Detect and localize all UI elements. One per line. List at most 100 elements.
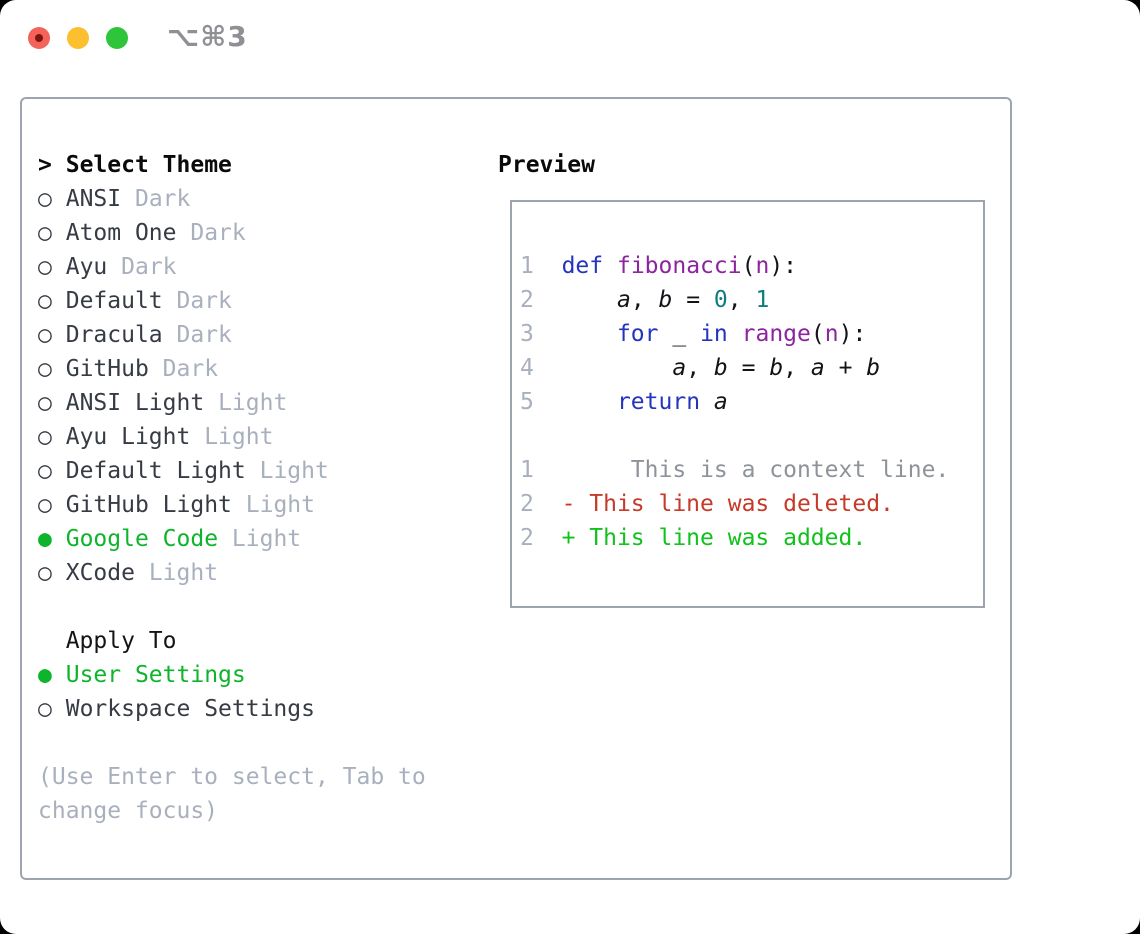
help-text: change focus)	[38, 794, 426, 828]
code-segment: ,	[686, 355, 714, 381]
panel-title: Select Theme	[65, 152, 232, 178]
diff-deleted-line: 2 - This line was deleted.	[520, 487, 983, 521]
theme-name: ANSI Light	[65, 390, 205, 416]
theme-name: GitHub Light	[65, 492, 232, 518]
code-segment: range	[741, 321, 811, 347]
theme-option-atom-one[interactable]: ○ Atom One Dark	[38, 216, 426, 250]
text	[52, 220, 66, 246]
code-segment: return	[616, 389, 701, 415]
text	[149, 356, 163, 382]
help-text-line: change focus)	[38, 798, 219, 824]
close-button[interactable]	[28, 27, 50, 49]
code-segment: in	[700, 321, 728, 347]
maximize-button[interactable]	[106, 27, 128, 49]
text	[163, 322, 177, 348]
text	[52, 254, 66, 280]
apply-to-title: Apply To	[65, 628, 177, 654]
code-segment: for	[616, 321, 659, 347]
theme-option-github-light[interactable]: ○ GitHub Light Light	[38, 488, 426, 522]
text	[52, 152, 66, 178]
apply-option-user-settings[interactable]: ● User Settings	[38, 658, 426, 692]
text	[52, 560, 66, 586]
theme-option-xcode[interactable]: ○ XCode Light	[38, 556, 426, 590]
theme-option-default[interactable]: ○ Default Dark	[38, 284, 426, 318]
code-segment: ,	[783, 355, 811, 381]
code-segment	[728, 321, 742, 347]
code-segment	[534, 287, 617, 313]
line-number: 1	[520, 457, 534, 483]
blank-line	[520, 419, 983, 453]
theme-list: > Select Theme○ ANSI Dark○ Atom One Dark…	[38, 148, 426, 828]
line-number: 4	[520, 355, 534, 381]
code-segment: fibonacci	[616, 253, 742, 279]
theme-option-ansi-light[interactable]: ○ ANSI Light Light	[38, 386, 426, 420]
radio-unselected-icon: ○	[38, 492, 52, 518]
code-segment: (	[810, 321, 825, 347]
radio-unselected-icon: ○	[38, 288, 52, 314]
help-text-line: (Use Enter to select, Tab to	[38, 764, 426, 790]
apply-option-name: User Settings	[65, 662, 246, 688]
theme-option-dracula[interactable]: ○ Dracula Dark	[38, 318, 426, 352]
text	[52, 186, 66, 212]
theme-variant: Dark	[176, 288, 232, 314]
code-segment: =	[672, 287, 714, 313]
theme-variant: Light	[148, 560, 219, 586]
code-segment: 1	[755, 287, 770, 313]
theme-option-github[interactable]: ○ GitHub Dark	[38, 352, 426, 386]
theme-name: Atom One	[65, 220, 177, 246]
code-segment	[534, 525, 562, 551]
line-number: 3	[520, 321, 534, 347]
code-segment	[534, 321, 617, 347]
code-segment	[534, 355, 672, 381]
line-number: 2	[520, 287, 534, 313]
code-segment: b	[866, 355, 881, 381]
spacer-row	[38, 726, 426, 760]
line-number: 1	[520, 253, 534, 279]
apply-option-name: Workspace Settings	[65, 696, 315, 722]
code-line: 4 a, b = b, a + b	[520, 351, 983, 385]
code-segment	[659, 321, 673, 347]
radio-selected-icon: ●	[38, 662, 52, 688]
theme-option-default-light[interactable]: ○ Default Light Light	[38, 454, 426, 488]
theme-variant: Light	[245, 492, 315, 518]
radio-unselected-icon: ○	[38, 186, 52, 212]
code-line: 2 a, b = 0, 1	[520, 283, 983, 317]
theme-option-ayu-light[interactable]: ○ Ayu Light Light	[38, 420, 426, 454]
spacer-row	[38, 590, 426, 624]
theme-name: Google Code	[65, 526, 219, 552]
theme-option-ansi[interactable]: ○ ANSI Dark	[38, 182, 426, 216]
apply-option-workspace-settings[interactable]: ○ Workspace Settings	[38, 692, 426, 726]
code-line: 3 for _ in range(n):	[520, 317, 983, 351]
radio-unselected-icon: ○	[38, 322, 52, 348]
text	[52, 356, 66, 382]
code-segment: n	[824, 321, 839, 347]
text	[52, 492, 66, 518]
radio-unselected-icon: ○	[38, 254, 52, 280]
text	[135, 560, 149, 586]
code-segment: n	[755, 253, 770, 279]
radio-unselected-icon: ○	[38, 560, 52, 586]
text	[52, 662, 66, 688]
radio-unselected-icon: ○	[38, 356, 52, 382]
text	[218, 526, 232, 552]
theme-variant: Dark	[134, 186, 191, 212]
code-segment: =	[727, 355, 770, 381]
theme-variant: Light	[204, 424, 274, 450]
diff-context-line: 1 This is a context line.	[520, 453, 983, 487]
code-segment	[603, 253, 617, 279]
minimize-button[interactable]	[67, 27, 89, 49]
theme-name: Ayu Light	[65, 424, 191, 450]
theme-name: Ayu	[65, 254, 108, 280]
text	[121, 186, 135, 212]
diff-added-line: 2 + This line was added.	[520, 521, 983, 555]
code-segment: b	[769, 355, 784, 381]
theme-option-ayu[interactable]: ○ Ayu Dark	[38, 250, 426, 284]
code-segment: ):	[838, 321, 867, 347]
help-text: (Use Enter to select, Tab to	[38, 760, 426, 794]
theme-variant: Dark	[176, 322, 232, 348]
theme-option-google-code[interactable]: ● Google Code Light	[38, 522, 426, 556]
code-segment: ,	[630, 287, 659, 313]
code-segment	[686, 321, 700, 347]
